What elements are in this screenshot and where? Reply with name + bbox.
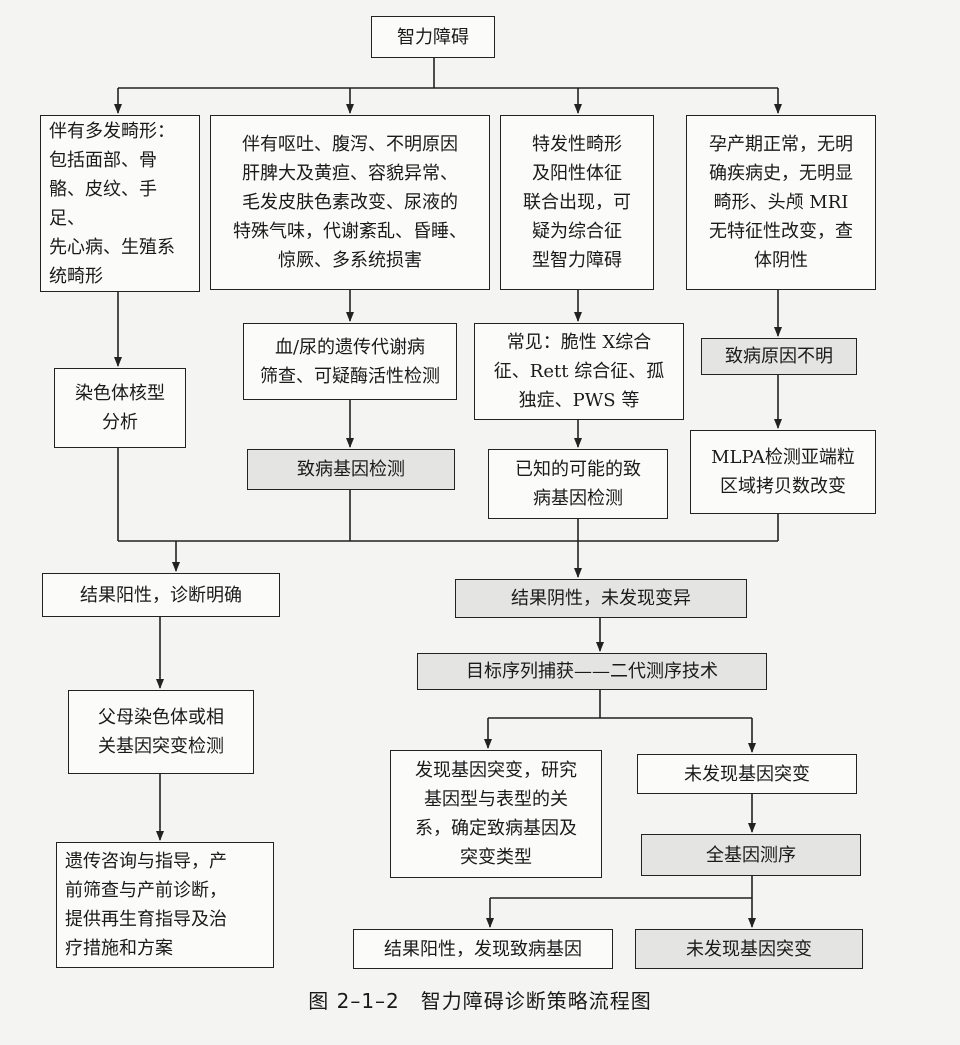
branch2-features-box: 伴有呕吐、腹泻、不明原因 肝脾大及黄疸、容貌异常、 毛发皮肤色素改变、尿液的 特… (210, 115, 490, 290)
final-positive-box: 结果阳性，发现致病基因 (353, 929, 613, 969)
branch3-common-box: 常见：脆性 X综合 征、Rett 综合征、孤 独症、PWS 等 (474, 323, 684, 420)
final-negative-box: 未发现基因突变 (635, 929, 863, 969)
branch1-karyotype-box: 染色体核型 分析 (54, 368, 186, 448)
branch2-gene-test-box: 致病基因检测 (247, 449, 455, 490)
negative-result-box: 结果阴性，未发现变异 (455, 579, 747, 618)
branch4-mlpa-box: MLPA检测亚端粒 区域拷贝数改变 (690, 430, 876, 514)
branch4-features-box: 孕产期正常，无明 确疾病史，无明显 畸形、头颅 MRI 无特征性改变，查 体阴性 (686, 115, 876, 290)
no-mutation-box-1: 未发现基因突变 (637, 754, 857, 794)
branch4-cause-box: 致病原因不明 (701, 338, 857, 375)
positive-result-box: 结果阳性，诊断明确 (42, 573, 280, 617)
branch3-features-box: 特发性畸形 及阳性体征 联合出现，可 疑为综合征 型智力障碍 (500, 115, 654, 290)
branch3-gene-test-box: 已知的可能的致 病基因检测 (488, 449, 668, 519)
counseling-box: 遗传咨询与指导，产 前筛查与产前诊断， 提供再生育指导及治 疗措施和方案 (56, 842, 274, 968)
mutation-found-box: 发现基因突变，研究 基因型与表型的关 系，确定致病基因及 突变类型 (390, 750, 602, 878)
branch1-features-box: 伴有多发畸形： 包括面部、骨 骼、皮纹、手足、 先心病、生殖系 统畸形 (40, 115, 200, 292)
branch2-screening-box: 血/尿的遗传代谢病 筛查、可疑酶活性检测 (243, 323, 457, 400)
parent-test-box: 父母染色体或相 关基因突变检测 (68, 690, 254, 774)
figure-caption: 图 2–1–2 智力障碍诊断策略流程图 (308, 989, 652, 1013)
ngs-box: 目标序列捕获——二代测序技术 (417, 653, 767, 690)
whole-genome-box: 全基因测序 (641, 834, 861, 876)
root-box: 智力障碍 (371, 16, 495, 58)
